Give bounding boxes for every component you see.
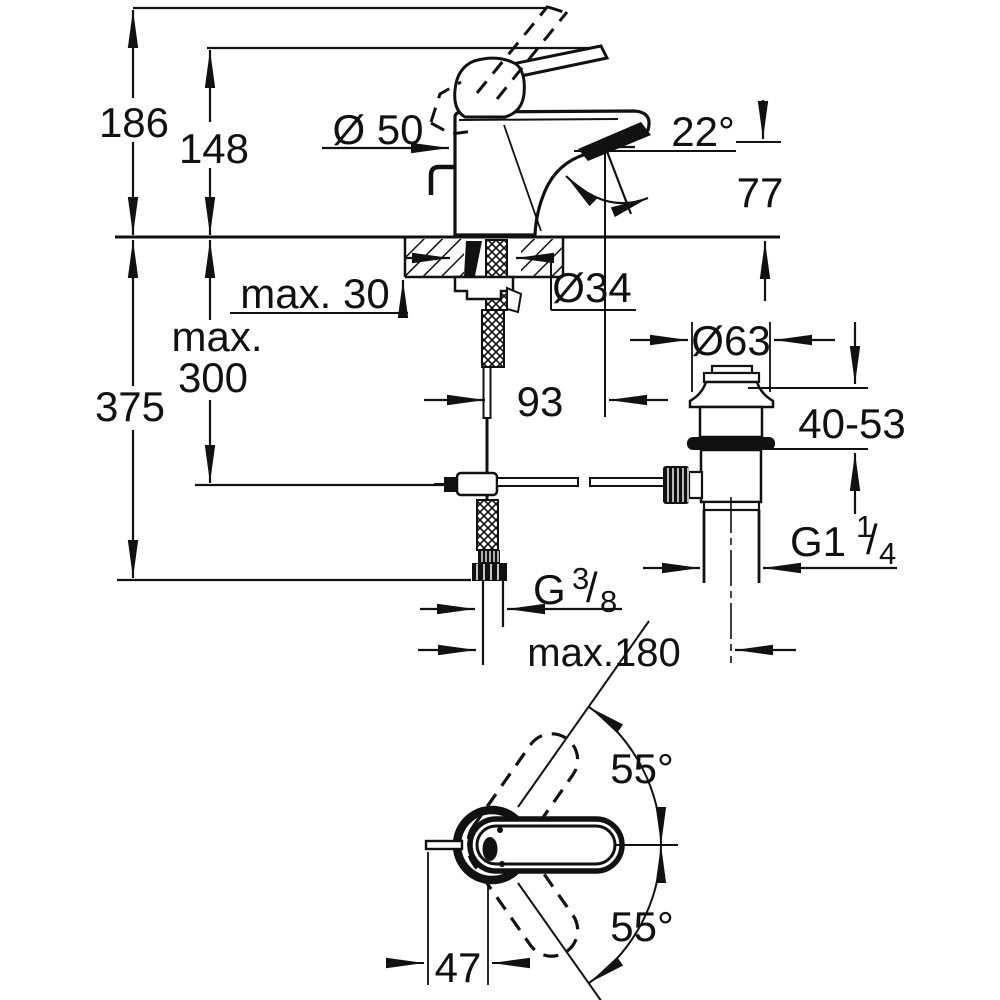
- dim-g38-base: G: [533, 566, 566, 613]
- dim-max300-word: max.: [171, 313, 262, 360]
- swing-arc-upper: [588, 706, 667, 846]
- dim-77-label: 77: [737, 169, 784, 216]
- dim-max180-label: max.180: [527, 631, 680, 675]
- dim-max30-label: max. 30: [240, 270, 389, 317]
- drain-pipe: [702, 510, 761, 583]
- hose-nut-ridges: [476, 564, 499, 580]
- dim-g114-base: G1: [790, 518, 846, 565]
- swing-arc-lower: [588, 844, 667, 984]
- dim-148-label: 148: [179, 125, 249, 172]
- drain-detail-view: [630, 322, 897, 663]
- handle-dot-top: [497, 827, 503, 833]
- angle-22-arc: [565, 175, 649, 218]
- hose-elbow: [506, 286, 523, 314]
- dim-d63-extensions: [691, 322, 771, 392]
- handle-swing-upper-dashed: [466, 732, 580, 870]
- rod-coupling-nub: [444, 477, 457, 492]
- dim-4053-lines: [748, 387, 868, 450]
- dim-55-upper-label: 55°: [610, 745, 674, 792]
- dim-47-extensions: [427, 852, 489, 985]
- handle-dot-bottom: [499, 861, 505, 867]
- dim-g114-denominator: 4: [879, 536, 896, 571]
- dim-375-label: 375: [95, 383, 165, 430]
- dim-g38-denominator: 8: [600, 584, 617, 619]
- dim-d63-label: Ø63: [691, 317, 770, 364]
- drain-body: [699, 448, 763, 504]
- dim-g114-slash: /: [866, 516, 878, 563]
- drain-knob-ridges: [667, 468, 689, 502]
- drain-neck: [698, 405, 764, 439]
- swing-ref-line-lower: [517, 882, 602, 1000]
- rod-coupling: [455, 471, 499, 497]
- hose-tube: [482, 366, 492, 419]
- dim-d34-label: Ø34: [552, 264, 631, 311]
- mounting-nut: [453, 275, 515, 301]
- dim-g114-numerator: 1: [856, 509, 873, 544]
- handle-knob: [453, 56, 526, 119]
- dim-g38-numerator: 3: [572, 561, 589, 596]
- linkage-rod-left: [496, 477, 579, 487]
- hose-crimp-ridges: [481, 551, 499, 562]
- dimension-labels: 186 148 Ø 50 22° 77 max. 30 Ø34 max. 300…: [95, 99, 906, 991]
- drain-knurled-knob: [663, 466, 689, 504]
- supply-hose-lower: [476, 499, 499, 551]
- dim-d34-leader: [550, 262, 636, 311]
- swing-ref-line-upper: [517, 620, 650, 808]
- drain-knob-stem: [687, 470, 704, 500]
- counter-edges: [403, 238, 565, 277]
- dim-47-label: 47: [435, 944, 482, 991]
- handle-raised-dashed: [429, 5, 569, 136]
- dim-22deg-label: 22°: [671, 108, 735, 155]
- dim-max300-value: 300: [178, 354, 248, 401]
- dim-93-label: 93: [517, 378, 564, 425]
- dim-g38-slash: /: [586, 564, 598, 611]
- faucet-top-inner-line: [458, 118, 619, 121]
- pop-up-rod-top-view: [424, 839, 464, 851]
- handle-slot: [482, 837, 498, 861]
- spout-styling-line: [503, 124, 542, 232]
- mounting-wedge: [464, 241, 482, 276]
- linkage-rod-right: [589, 477, 665, 487]
- hose-crimp: [478, 550, 500, 563]
- dim-186-label: 186: [99, 99, 169, 146]
- top-view: [386, 620, 678, 1000]
- side-view: [115, 5, 796, 665]
- pop-up-rod-knob: [428, 164, 456, 195]
- dim-4053-label: 40-53: [798, 400, 905, 447]
- handle-swing-lower-dashed: [466, 820, 580, 958]
- dim-d50-label: Ø 50: [332, 106, 423, 153]
- drain-cap-plate: [702, 371, 761, 384]
- supply-hose-upper: [481, 309, 505, 368]
- dim-55-lower-label: 55°: [610, 903, 674, 950]
- drain-seal-ring: [687, 437, 775, 450]
